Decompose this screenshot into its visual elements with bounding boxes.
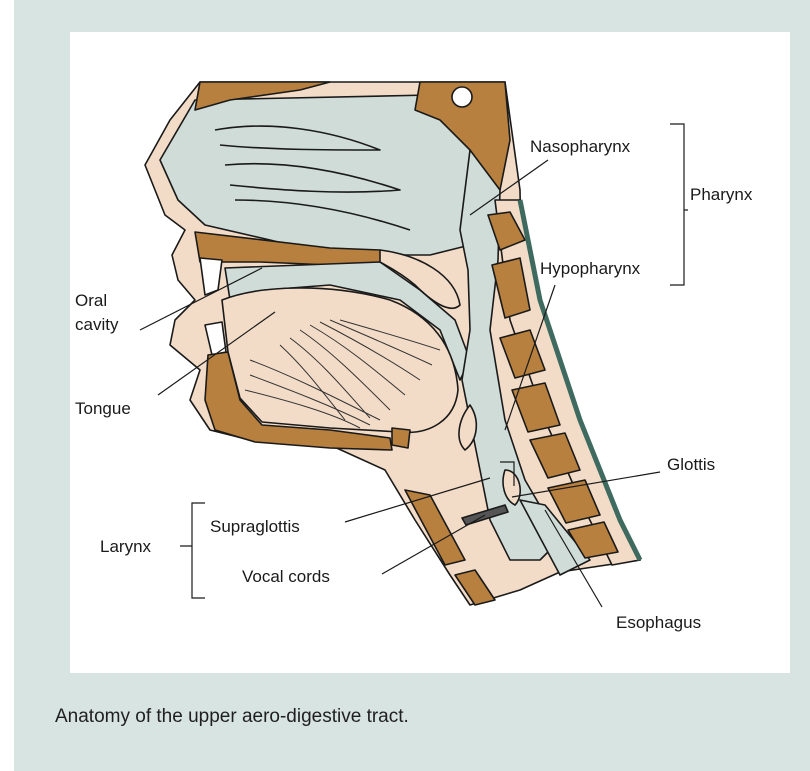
label-oral-cavity-line2: cavity [75,315,119,334]
larynx-bracket [180,503,205,598]
label-larynx: Larynx [100,537,152,556]
label-glottis: Glottis [667,455,715,474]
figure-caption: Anatomy of the upper aero-digestive trac… [55,706,409,728]
sella-marker [452,87,472,107]
pharynx-bracket [670,124,688,285]
label-supraglottis: Supraglottis [210,517,300,536]
label-nasopharynx: Nasopharynx [530,137,631,156]
hyoid-bone [392,428,410,448]
label-vocal-cords: Vocal cords [242,567,330,586]
label-tongue: Tongue [75,399,131,418]
label-esophagus: Esophagus [616,613,701,632]
label-oral-cavity-line1: Oral [75,291,107,310]
label-hypopharynx: Hypopharynx [540,259,641,278]
label-pharynx: Pharynx [690,185,753,204]
